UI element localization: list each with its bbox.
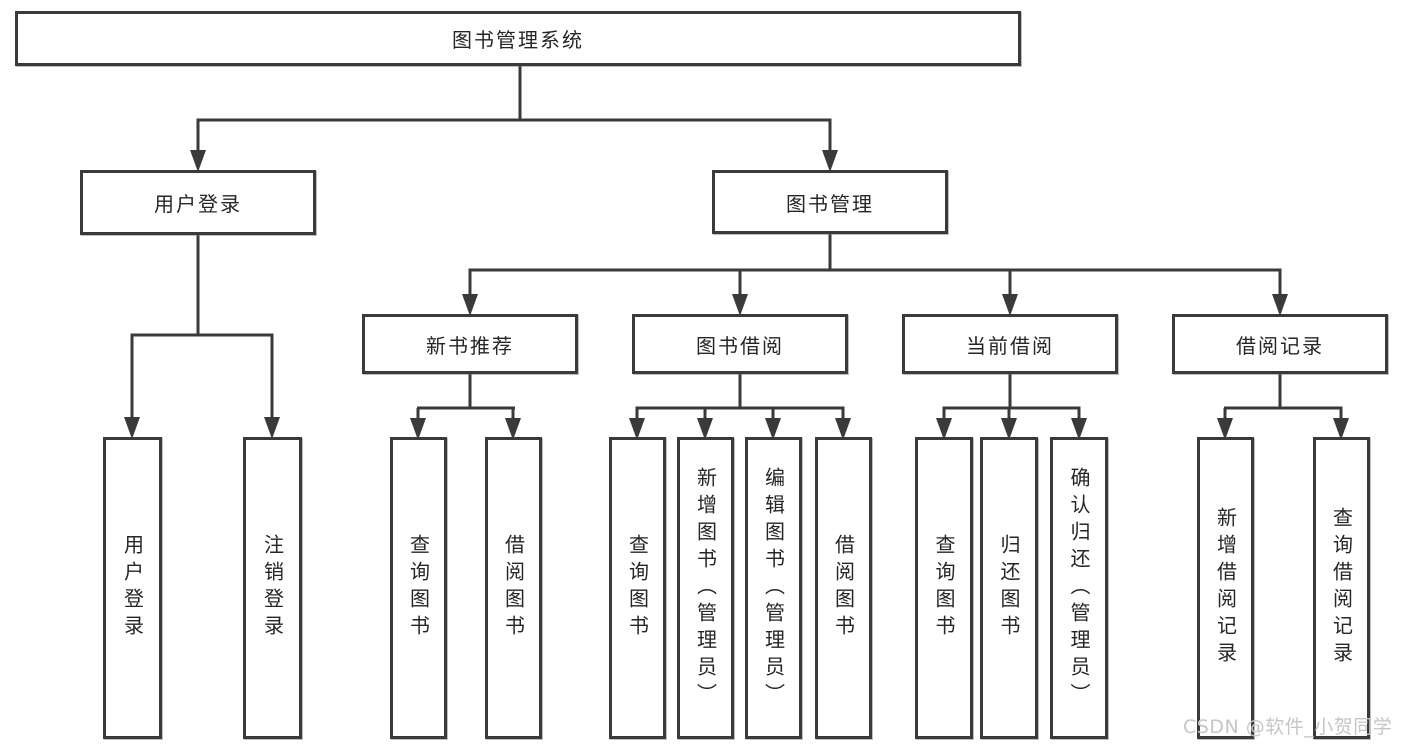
leaf-current-return: 归还图书	[980, 437, 1038, 739]
node-root-label: 图书管理系统	[452, 28, 584, 52]
node-new-book-recommend-label: 新书推荐	[426, 333, 514, 358]
leaf-records-add: 新增借阅记录	[1197, 437, 1254, 739]
leaf-user-login: 用户登录	[103, 437, 162, 739]
leaf-records-query: 查询借阅记录	[1313, 437, 1370, 739]
node-user-login: 用户登录	[80, 170, 316, 235]
leaf-current-return-label: 归还图书	[997, 534, 1021, 642]
leaf-newbooks-query-label: 查询图书	[406, 534, 431, 642]
node-current-borrowing: 当前借阅	[902, 314, 1118, 374]
node-new-book-recommend: 新书推荐	[362, 314, 578, 374]
leaf-logout-label: 注销登录	[260, 534, 285, 642]
leaf-logout: 注销登录	[243, 437, 302, 739]
leaf-borrowing-add-admin: 新增图书（管理员）	[677, 437, 734, 739]
leaf-user-login-label: 用户登录	[120, 534, 145, 642]
node-current-borrowing-label: 当前借阅	[966, 333, 1054, 358]
node-book-borrowing-label: 图书借阅	[696, 333, 784, 358]
leaf-newbooks-query: 查询图书	[390, 437, 447, 739]
node-book-management: 图书管理	[712, 170, 948, 234]
node-root: 图书管理系统	[15, 11, 1021, 66]
node-user-login-label: 用户登录	[154, 192, 242, 216]
leaf-newbooks-borrow: 借阅图书	[485, 437, 542, 739]
leaf-borrowing-borrow-label: 借阅图书	[831, 534, 856, 642]
leaf-borrowing-edit-admin-label: 编辑图书（管理员）	[761, 466, 786, 710]
leaf-current-query-label: 查询图书	[932, 534, 956, 642]
node-borrowing-records: 借阅记录	[1172, 314, 1388, 374]
leaf-borrowing-query-label: 查询图书	[625, 534, 650, 642]
watermark: CSDN @软件_小贺同学	[1183, 716, 1393, 738]
leaf-current-confirm-return-admin-label: 确认归还（管理员）	[1067, 466, 1091, 710]
node-book-borrowing: 图书借阅	[632, 314, 848, 374]
leaf-records-query-label: 查询借阅记录	[1329, 507, 1354, 669]
leaf-borrowing-borrow: 借阅图书	[815, 437, 872, 739]
node-borrowing-records-label: 借阅记录	[1236, 333, 1324, 358]
leaf-records-add-label: 新增借阅记录	[1213, 507, 1238, 669]
leaf-newbooks-borrow-label: 借阅图书	[501, 534, 526, 642]
leaf-current-query: 查询图书	[915, 437, 973, 739]
node-book-management-label: 图书管理	[786, 191, 874, 216]
leaf-borrowing-query: 查询图书	[609, 437, 666, 739]
arrowheads	[124, 150, 1349, 440]
leaf-borrowing-add-admin-label: 新增图书（管理员）	[693, 466, 718, 710]
leaf-borrowing-edit-admin: 编辑图书（管理员）	[745, 437, 802, 739]
leaf-current-confirm-return-admin: 确认归还（管理员）	[1050, 437, 1108, 739]
